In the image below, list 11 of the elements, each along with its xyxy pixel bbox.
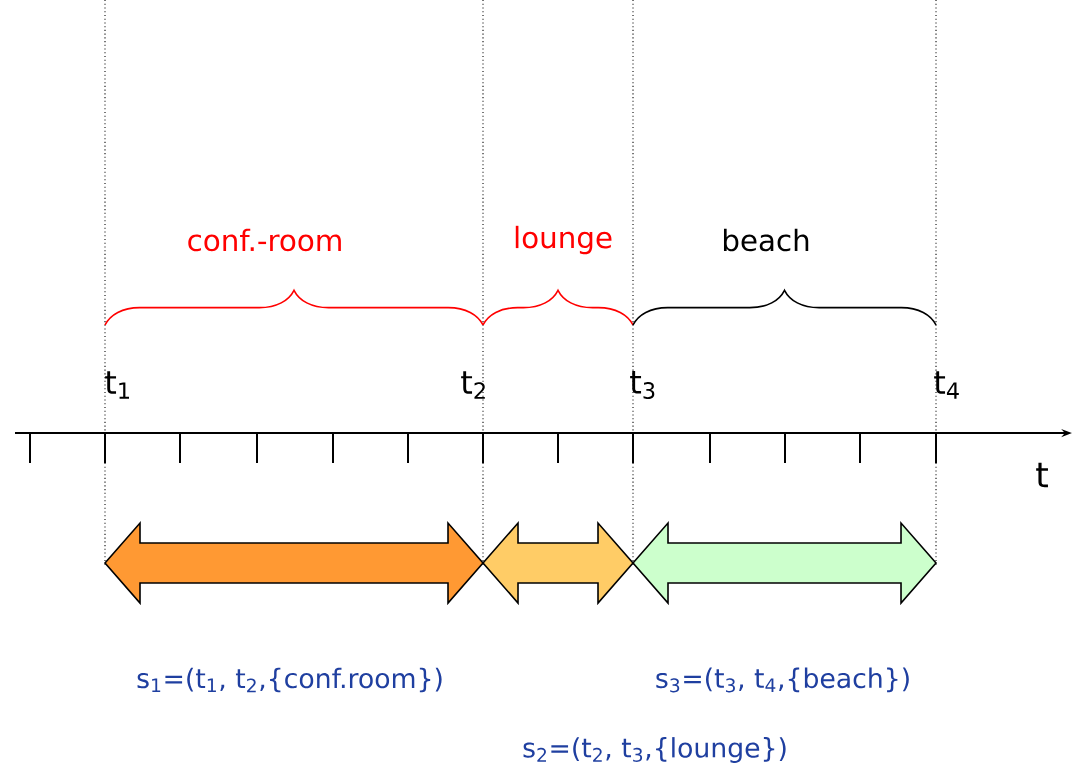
segment-label: beach bbox=[724, 228, 809, 252]
time-label: t$_{3}$ bbox=[630, 371, 655, 399]
segment-label: conf.-room bbox=[188, 228, 341, 252]
segment-label: lounge bbox=[515, 225, 612, 255]
axis-label: t bbox=[1036, 462, 1048, 488]
segment-formula: s$_{1}$=(t$_{1}$, t$_{2}$,{conf.room}) bbox=[137, 667, 442, 693]
time-label: t$_{4}$ bbox=[934, 371, 959, 399]
segment-formula: s$_{3}$=(t$_{3}$, t$_{4}$,{beach}) bbox=[656, 667, 909, 693]
segment-formula: s$_{2}$=(t$_{2}$, t$_{3}$,{lounge}) bbox=[523, 737, 786, 763]
time-label: t$_{1}$ bbox=[105, 371, 129, 399]
time-label: t$_{2}$ bbox=[461, 371, 485, 399]
